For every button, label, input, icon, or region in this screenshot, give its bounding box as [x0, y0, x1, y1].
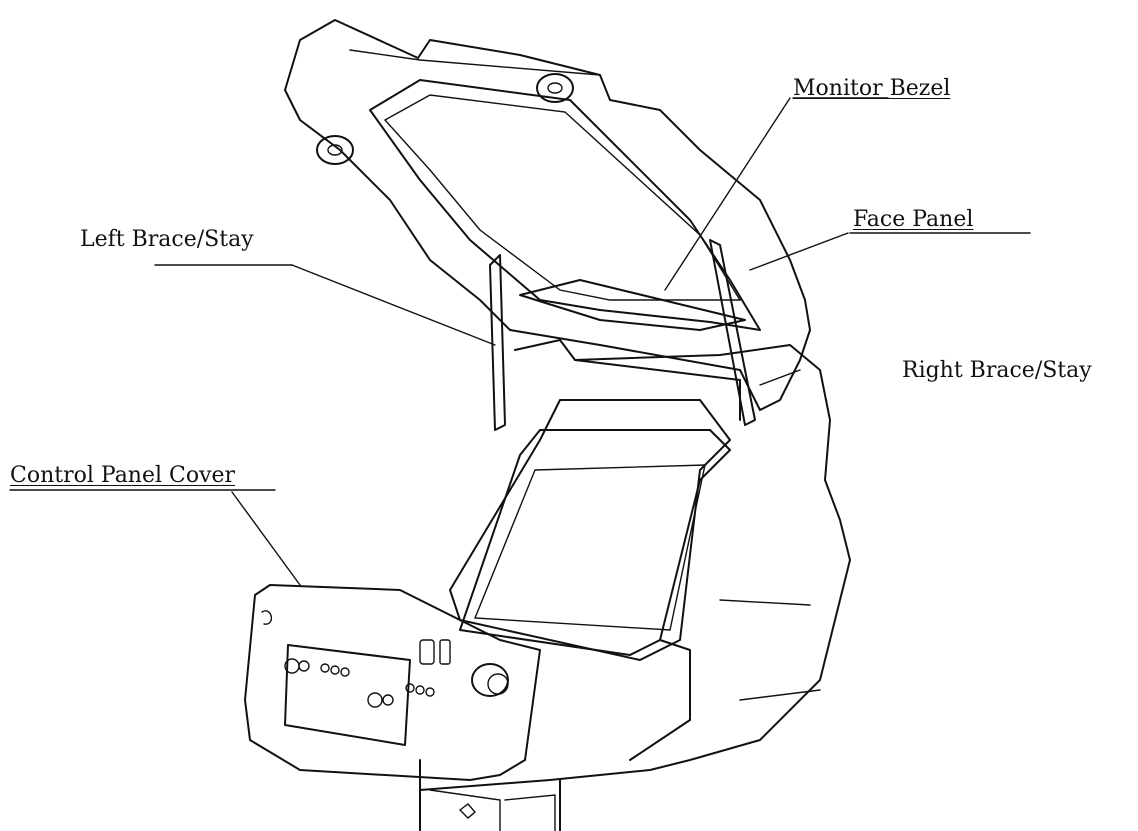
brace-shapes [489, 239, 756, 431]
label-right-brace: Right Brace/Stay [902, 358, 1092, 383]
label-left-brace: Left Brace/Stay [80, 227, 254, 252]
leader-lines [9, 97, 1031, 586]
control-panel-shape [244, 584, 541, 781]
pedestal-shape [419, 779, 561, 831]
face-panel-shape [284, 19, 811, 411]
label-control-panel-cover: Control Panel Cover [10, 463, 236, 488]
label-monitor-bezel: Monitor Bezel [793, 76, 951, 101]
label-face-panel: Face Panel [853, 207, 974, 232]
cabinet-body [419, 339, 851, 791]
